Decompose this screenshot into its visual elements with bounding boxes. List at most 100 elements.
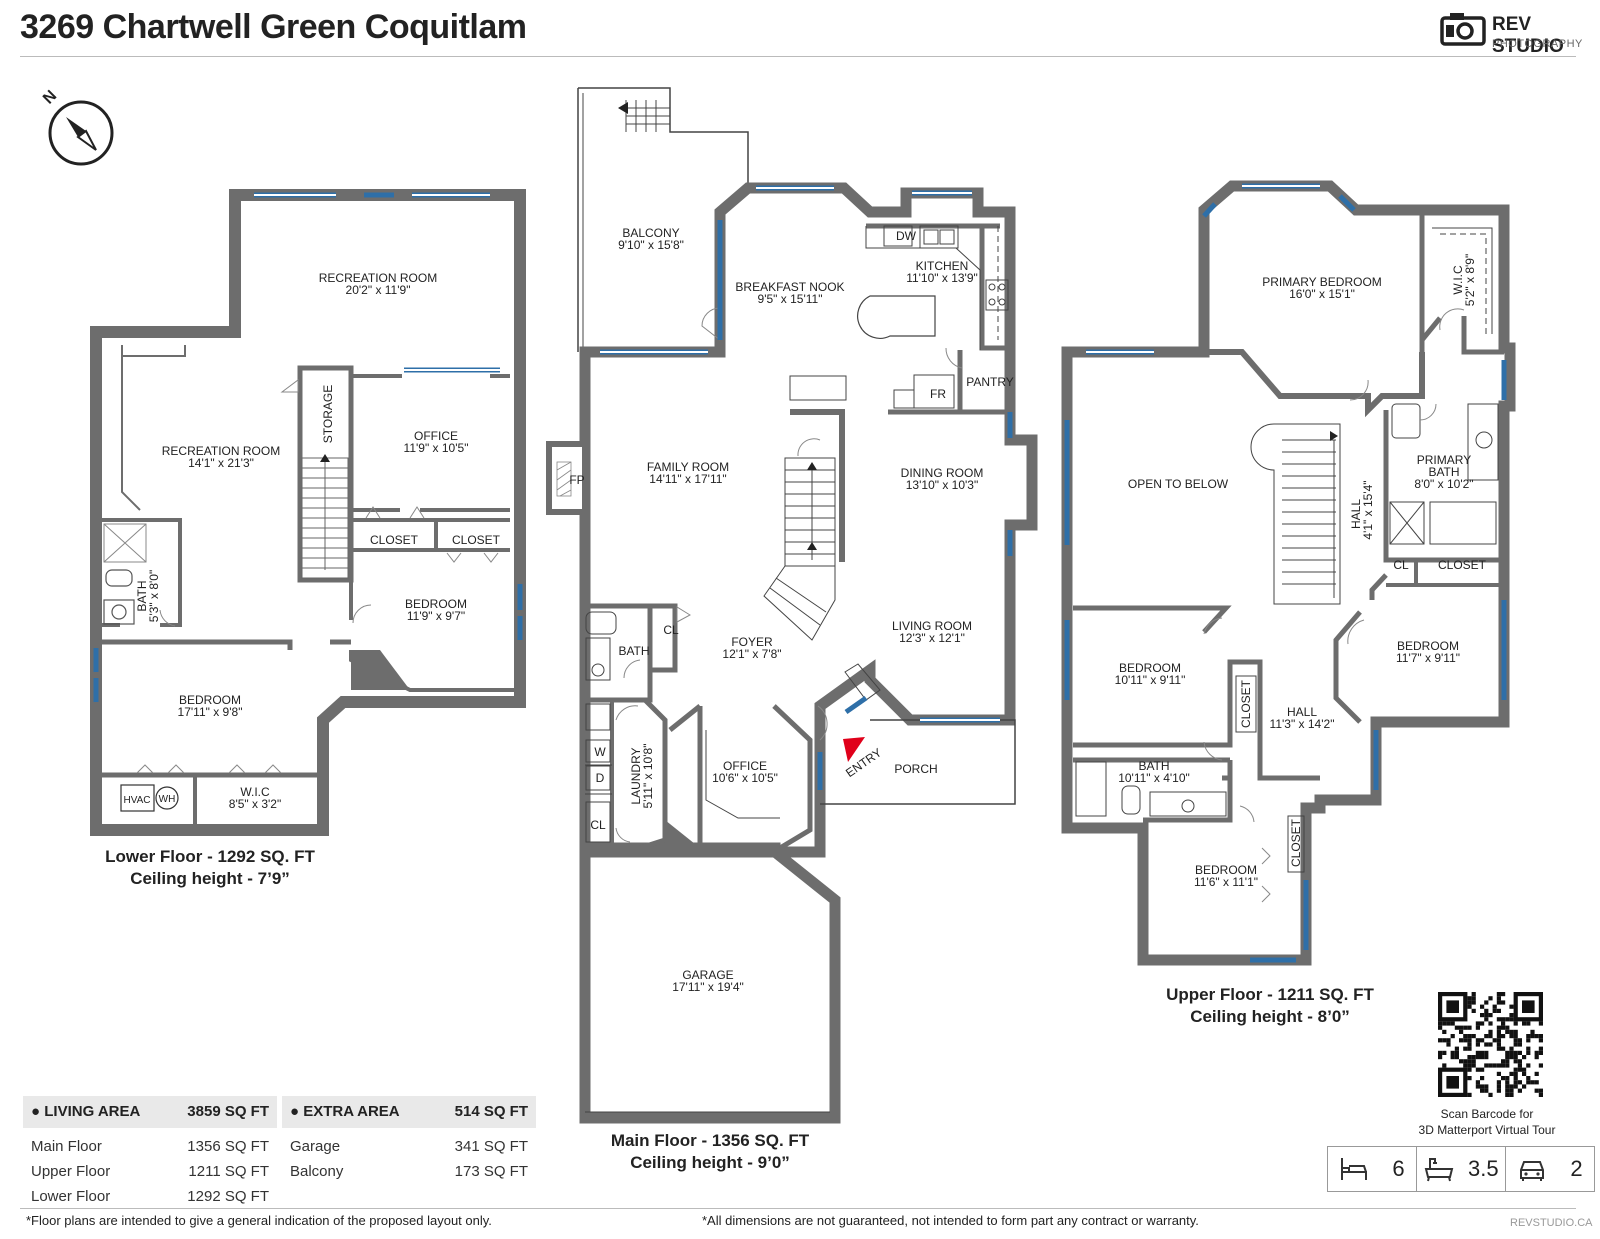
room-name: DINING ROOM [901,466,984,480]
compass-north-label: N [40,87,60,107]
main-floor-caption: Main Floor - 1356 SQ. FT Ceiling height … [610,1131,810,1172]
room-dim: 13'10" x 10'3" [906,478,979,492]
room-name: BATH [1428,465,1459,479]
footer-disclaimer-right: *All dimensions are not guaranteed, not … [702,1213,1199,1228]
room-dim: 5'2" x 8'9" [1463,254,1477,306]
room-name: RECREATION ROOM [162,444,280,458]
room-name: HALL [1287,705,1317,719]
compass: N [40,87,114,166]
room-name: W.I.C [240,785,270,799]
room-name: CLOSET [1438,558,1487,572]
footer-url[interactable]: REVSTUDIO.CA [1510,1217,1593,1229]
lower-floor-plan [90,189,526,836]
room-name: CL [1393,558,1409,572]
room-dim: 11'7" x 9'11" [1396,651,1460,665]
room-name: PANTRY [966,375,1014,389]
garage-stat: 2 [1506,1147,1594,1191]
room-dim: 8'0" x 10'2" [1414,477,1473,491]
room-dim: 11'9" x 9'7" [407,609,465,623]
room-name: OPEN TO BELOW [1128,477,1229,491]
room-dim: 17'11" x 19'4" [672,980,744,994]
fixture-label: HVAC [123,795,150,806]
fixture-label: FP [569,473,584,487]
room-name: BREAKFAST NOOK [735,280,844,294]
lower-floor-caption: Lower Floor - 1292 SQ. FT Ceiling height… [105,847,315,888]
room-name: BATH [135,580,149,611]
room-dim: 11'6" x 11'1" [1194,875,1258,889]
room-name: OFFICE [414,429,458,443]
footer-divider [20,1208,1576,1209]
room-name: PRIMARY [1417,453,1471,467]
room-dim: 10'11" x 9'11" [1115,673,1186,687]
room-name: BEDROOM [179,693,241,707]
brand-sub: PHOTOGRAPHY [1492,38,1583,50]
room-name: CLOSET [1239,679,1253,728]
room-dim: 12'1" x 7'8" [722,647,781,661]
room-name: STORAGE [321,385,335,443]
room-dim: 12'3" x 12'1" [899,631,965,645]
room-name: KITCHEN [916,259,969,273]
upper-floor-plan [1061,180,1516,966]
room-name: CL [663,623,679,637]
car-icon [1520,1161,1545,1181]
header-divider [20,56,1576,57]
upper-floor-caption: Upper Floor - 1211 SQ. FT Ceiling height… [1166,985,1374,1026]
bathtub-icon [1425,1158,1454,1182]
room-name: CLOSET [452,533,501,547]
room-dim: 5'11" x 10'8" [641,744,655,809]
fixture-label: DW [896,229,917,243]
room-dim: 14'1" x 21'3" [188,456,254,470]
room-name: RECREATION ROOM [319,271,437,285]
fixture-label: FR [930,387,946,401]
room-name: BEDROOM [1397,639,1459,653]
room-name: HALL [1349,499,1363,529]
room-name: FOYER [731,635,773,649]
room-dim: 17'11" x 9'8" [178,705,243,719]
qr-caption: Scan Barcode for 3D Matterport Virtual T… [1418,1107,1556,1137]
fixture-label: D [596,771,605,785]
camera-icon [1440,13,1486,46]
room-labels: RECREATION ROOM 20'2" x 11'9" RECREATION… [123,226,1486,994]
room-name: PRIMARY BEDROOM [1262,275,1382,289]
room-name: W.I.C [1451,265,1465,295]
room-name: PORCH [894,762,937,776]
room-name: GARAGE [682,968,733,982]
room-dim: 20'2" x 11'9" [346,283,411,297]
room-dim: 14'11" x 17'11" [649,472,726,486]
brand-logo: REV STUDIO PHOTOGRAPHY [1440,8,1590,57]
room-name: OFFICE [723,759,767,773]
room-dim: 9'5" x 15'11" [758,292,823,306]
fixture-label: WH [159,794,176,805]
main-floor-plan [546,87,1038,1124]
baths-stat: 3.5 [1417,1147,1506,1191]
room-dim: 10'6" x 10'5" [712,771,778,785]
page-title: 3269 Chartwell Green Coquitlam [20,8,527,46]
room-dim: 11'10" x 13'9" [906,271,978,285]
room-name: BALCONY [622,226,679,240]
room-dim: 11'3" x 14'2" [1270,717,1335,731]
property-stats: 6 3.5 2 [1327,1146,1595,1192]
entry-arrow [843,737,865,762]
qr-code[interactable] [1438,992,1543,1097]
room-name: CLOSET [370,533,419,547]
brand-name: REV STUDIO [1492,14,1564,57]
room-name: BATH [1138,759,1169,773]
room-dim: 5'3" x 8'0" [147,570,161,622]
room-name: CLOSET [1289,818,1303,867]
room-dim: 9'10" x 15'8" [618,238,684,252]
room-name: BEDROOM [1195,863,1257,877]
room-name: CL [590,818,606,832]
room-dim: 4'1" x 15'4" [1361,480,1375,539]
room-dim: 16'0" x 15'1" [1289,287,1355,301]
room-dim: 11'9" x 10'5" [404,441,469,455]
room-name: LIVING ROOM [892,619,972,633]
room-name: FAMILY ROOM [647,460,729,474]
bed-icon [1341,1158,1368,1180]
